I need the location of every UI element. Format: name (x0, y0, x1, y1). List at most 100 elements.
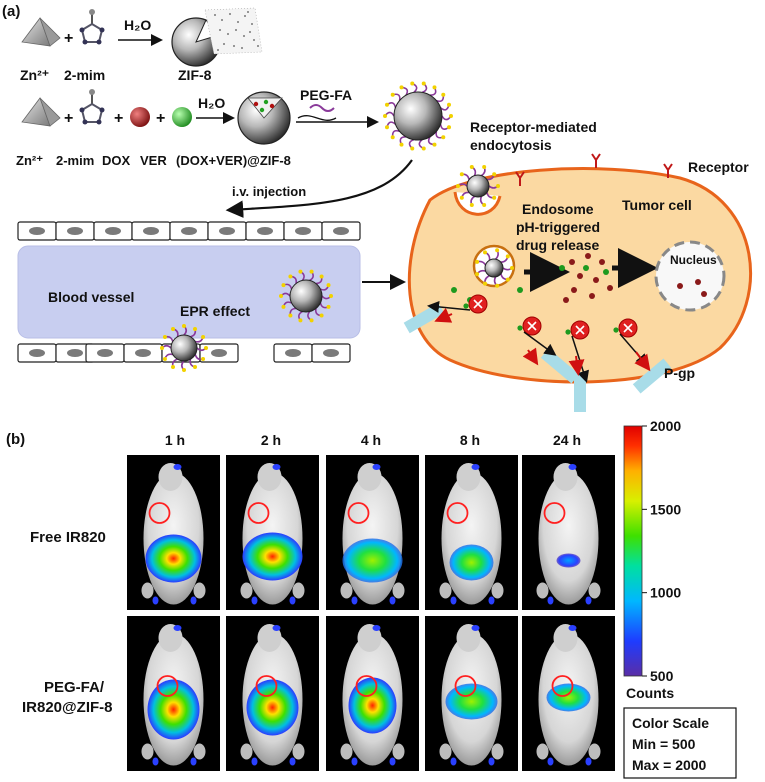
tumor-site-circle (347, 502, 370, 524)
pegfa-label: PEG-FA (300, 87, 352, 103)
fluorescence-spot (471, 625, 480, 631)
folate-tip (281, 283, 286, 288)
tumor-site-circle (454, 675, 477, 697)
cell-nucleus (285, 349, 301, 357)
ver-dot (603, 269, 609, 275)
fluorescence-signal (246, 679, 299, 736)
pgp-cross (527, 321, 537, 331)
row-label-pegfa-1: PEG-FA/ (44, 679, 105, 696)
pegfa-wave (297, 115, 337, 121)
tumor-site-circle (247, 502, 270, 524)
tumor-site-circle (148, 502, 171, 524)
folate-tip (410, 146, 415, 151)
folate-tip (309, 318, 314, 323)
imaging-panel (522, 455, 615, 610)
imaging-panel (425, 455, 518, 610)
fluorescence-spot (450, 757, 457, 766)
mouse-head (357, 624, 382, 652)
epr-gap-particle (160, 324, 208, 372)
folate-tip (383, 114, 387, 118)
mouse-paw (439, 743, 452, 760)
efflux-arrow (523, 331, 557, 356)
dox-dot (585, 253, 591, 259)
zn-pyramid-1 (21, 17, 61, 47)
fluorescence-signal (546, 683, 591, 712)
panel-b-tag: (b) (6, 431, 25, 448)
folate-tip (495, 248, 500, 253)
fluorescence-spot (173, 625, 182, 631)
fluorescence-spot (289, 757, 296, 766)
dox-dot (563, 297, 569, 303)
mouse-head (257, 463, 282, 491)
zif8-core (289, 279, 323, 313)
folate-tip (201, 335, 206, 339)
folate-tip (505, 254, 510, 259)
mouse-head (357, 463, 382, 491)
mouse-paw (588, 743, 601, 760)
fluorescence-spot (173, 464, 182, 470)
fluorescence-spot (351, 757, 358, 766)
dox-ball (130, 107, 150, 127)
folate-tip (171, 365, 175, 370)
plus-sign: + (64, 110, 73, 127)
dox-dot (607, 285, 613, 291)
fluorescence-spot (372, 625, 381, 631)
fluorescence-signal (342, 538, 403, 583)
mouse-paw (141, 743, 154, 760)
mouse-paw (292, 743, 305, 760)
folate-tip (319, 313, 324, 318)
fluorescence-spot (372, 464, 381, 470)
color-scale-max: Max = 2000 (632, 757, 707, 773)
receptor-mediated-label-2: endocytosis (470, 137, 552, 153)
cell-nucleus (211, 349, 227, 357)
folate-tip (182, 368, 186, 372)
nuclear-drug-dots (677, 279, 707, 297)
folate-tip (279, 294, 283, 298)
receptor-mediated-label-1: Receptor-mediated (470, 119, 597, 135)
zif8-core (466, 174, 490, 198)
efflux-red-arrow (634, 351, 651, 372)
pegfa-chain-icon (309, 104, 335, 112)
cell-nucleus (67, 227, 83, 235)
folate-tip (182, 324, 186, 328)
ph-label-2: drug release (516, 237, 599, 253)
mouse-body (538, 472, 599, 605)
cell-nucleus (29, 227, 45, 235)
nucleus-label: Nucleus (670, 253, 717, 267)
imaging-panel (127, 616, 220, 771)
imaging-panel (127, 455, 220, 610)
colorbar-tick-label: 1000 (650, 585, 681, 601)
endocytosing-particle (456, 164, 500, 208)
folate-tip (449, 114, 453, 118)
blood-vessel-label: Blood vessel (48, 289, 134, 305)
folate-tip (421, 146, 426, 151)
pgp-pump (632, 358, 672, 394)
folate-tip (456, 184, 460, 188)
folate-tip (281, 304, 286, 309)
folate-tip (390, 92, 395, 97)
imaging-panel (326, 455, 419, 610)
pgp-pumps (403, 294, 672, 412)
fluorescence-spot (289, 596, 296, 605)
fluorescence-spot (351, 596, 358, 605)
mouse-paw (392, 743, 405, 760)
water-label-1: H₂O (124, 17, 151, 33)
folate-tip (329, 294, 333, 298)
pgp-cross (473, 299, 483, 309)
plus-sign: + (64, 30, 73, 47)
fluorescence-signal (449, 544, 494, 581)
fluorescence-spot (389, 757, 396, 766)
mim-label-1: 2-mim (64, 67, 105, 83)
tumor-site-circle (255, 675, 278, 697)
cell-nucleus (67, 349, 83, 357)
receptor-label: Receptor (688, 159, 749, 175)
mouse-body (441, 472, 502, 605)
mouse-paw (536, 582, 549, 599)
folate-tip (475, 259, 480, 264)
released-drug-dots (451, 253, 613, 303)
row-label-pegfa-2: IR820@ZIF-8 (22, 699, 112, 716)
zn-label-2: Zn²⁺ (16, 153, 43, 168)
cell-nucleus (219, 227, 235, 235)
dox-ver-zif8-particle (237, 91, 291, 145)
